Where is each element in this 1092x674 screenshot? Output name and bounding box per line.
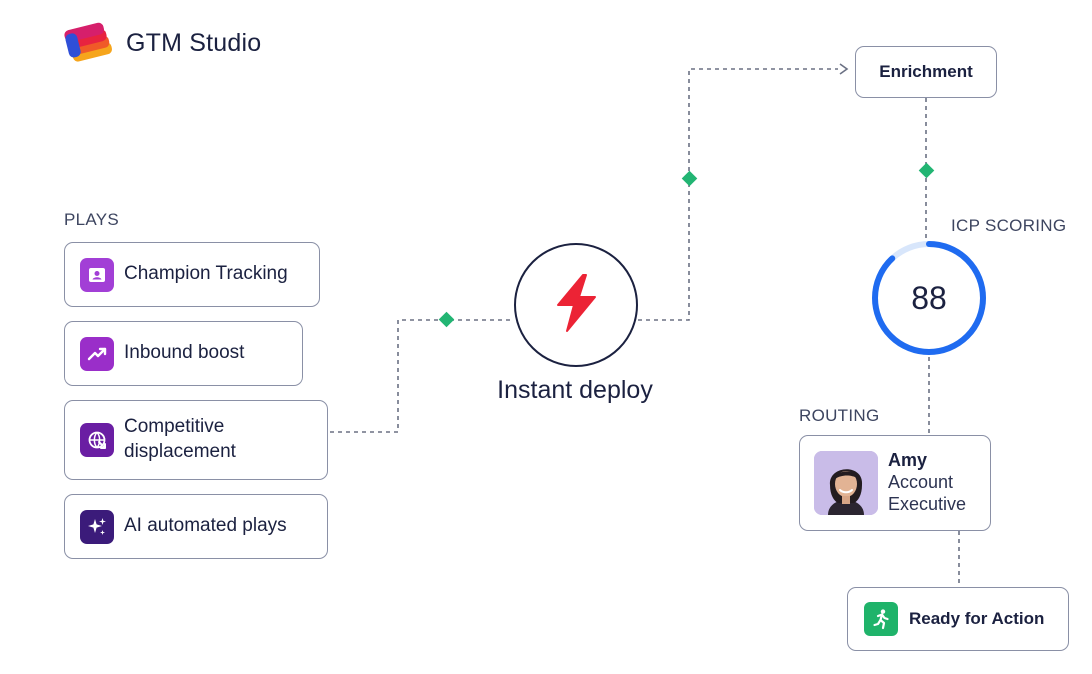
sparkles-icon — [80, 509, 114, 544]
icp-scoring-heading: ICP SCORING — [951, 216, 1067, 235]
connector-node — [438, 311, 455, 328]
connector-node — [918, 162, 935, 179]
connector-node — [681, 170, 698, 187]
trend-up-icon — [80, 336, 114, 371]
stacked-layers-logo-icon — [64, 18, 118, 68]
enrichment-node[interactable]: Enrichment — [855, 46, 997, 98]
instant-deploy-node[interactable] — [514, 243, 638, 367]
lightning-bolt-icon — [550, 272, 602, 339]
play-label: Inbound boost — [124, 342, 245, 364]
globe-arrow-icon — [80, 423, 114, 457]
assignee-name: Amy — [888, 450, 928, 471]
plays-heading: PLAYS — [64, 210, 120, 229]
routing-assignee-card[interactable]: Amy Account Executive — [799, 435, 991, 531]
play-label: Champion Tracking — [124, 263, 288, 285]
assignee-role-line2: Executive — [888, 493, 967, 514]
ready-label: Ready for Action — [909, 609, 1045, 628]
ready-for-action-node[interactable]: Ready for Action — [847, 587, 1069, 651]
wire-plays-to-deploy — [330, 319, 514, 433]
icp-score-value: 88 — [911, 279, 947, 316]
instant-deploy-label: Instant deploy — [497, 376, 653, 404]
icp-score-ring: 88 — [870, 239, 988, 357]
score-ring-progress — [872, 241, 986, 355]
arrowhead-enrichment — [839, 63, 849, 75]
play-card-ai-automated-plays[interactable]: AI automated plays — [64, 494, 328, 559]
play-label: AI automated plays — [124, 515, 287, 537]
running-person-icon — [864, 602, 898, 636]
brand-name: GTM Studio — [126, 28, 262, 57]
wire-deploy-to-enrichment — [638, 68, 838, 321]
play-label: Competitive displacement — [124, 416, 236, 462]
play-card-competitive-displacement[interactable]: Competitive displacement — [64, 400, 328, 480]
id-card-icon — [80, 257, 114, 292]
avatar — [814, 451, 878, 515]
assignee-role-line1: Account — [888, 472, 954, 493]
brand-logo: GTM Studio — [64, 18, 261, 68]
play-card-inbound-boost[interactable]: Inbound boost — [64, 321, 303, 386]
routing-heading: ROUTING — [799, 406, 880, 425]
play-card-champion-tracking[interactable]: Champion Tracking — [64, 242, 320, 307]
